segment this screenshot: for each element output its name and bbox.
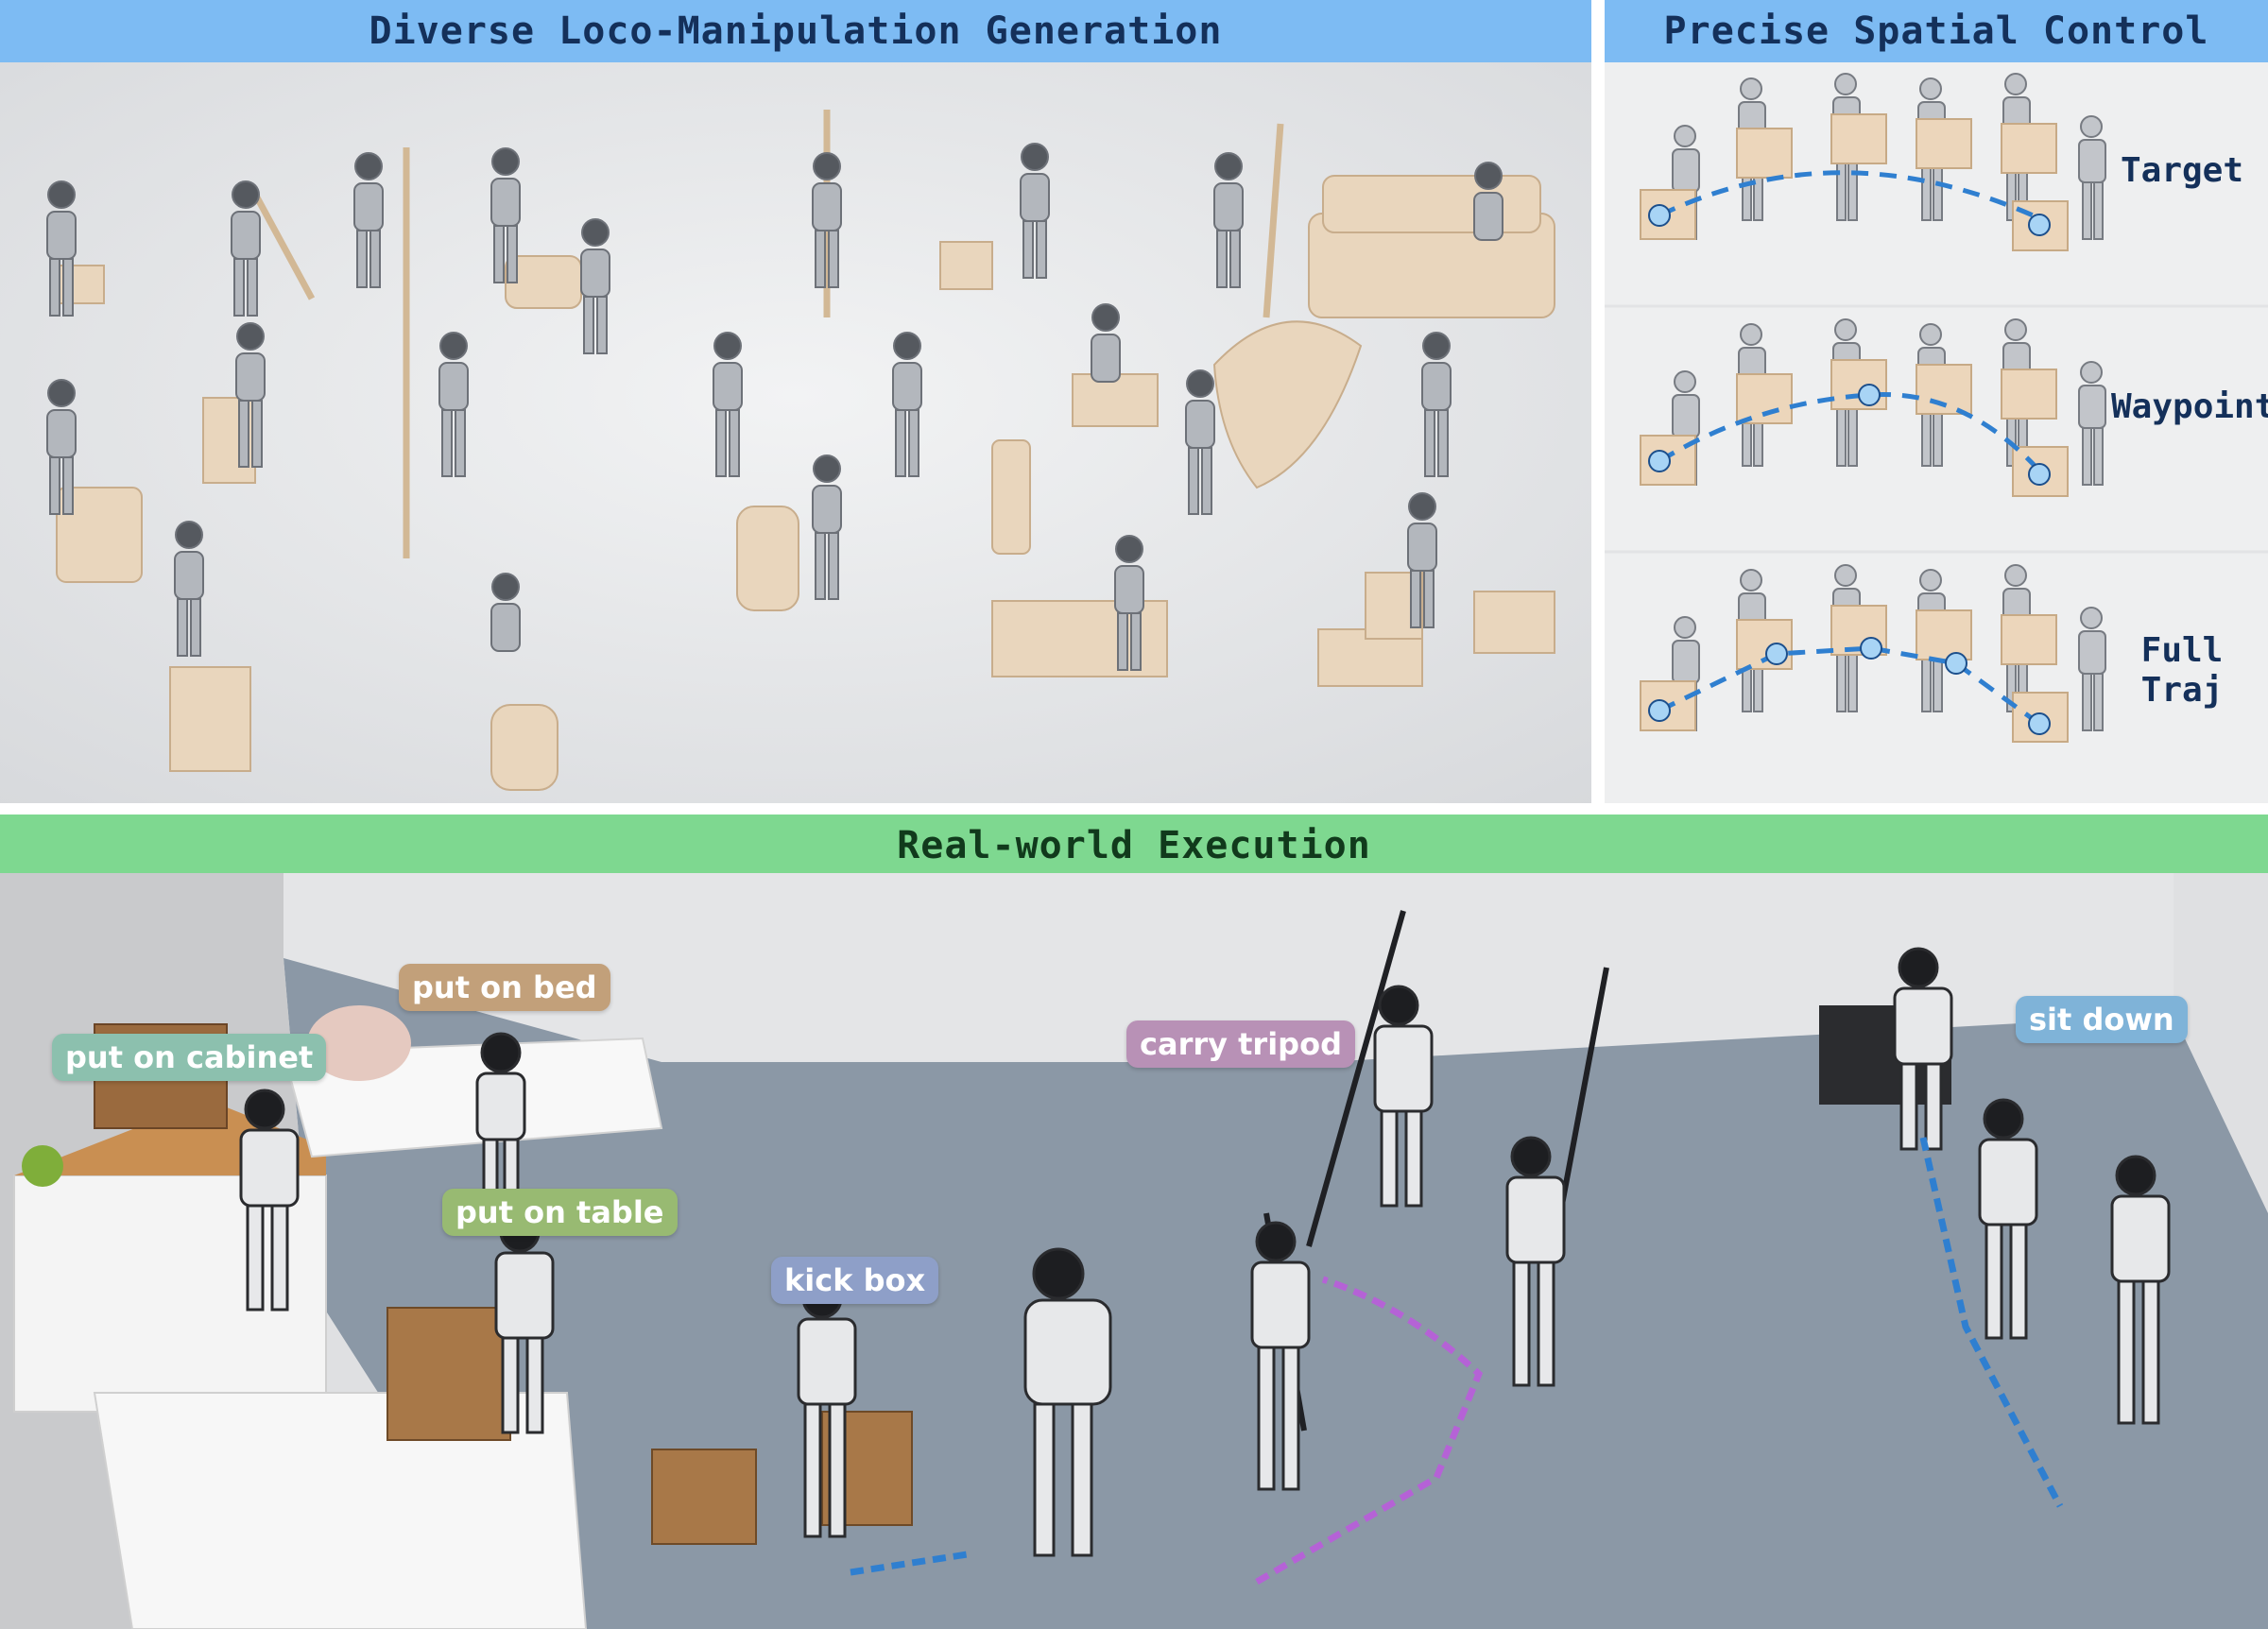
waypoint-row-sequence (1640, 318, 2106, 497)
real-world-panel: Real-world Execution (0, 814, 2268, 1629)
generation-panel: Diverse Loco-Manipulation Generation (0, 0, 1591, 803)
full-traj-label: Full Traj (2140, 631, 2224, 710)
tag-kick-box: kick box (771, 1257, 939, 1304)
tag-put-on-cabinet: put on cabinet (52, 1034, 327, 1081)
tag-put-on-table: put on table (442, 1189, 678, 1236)
tag-carry-tripod: carry tripod (1126, 1020, 1355, 1068)
tag-put-on-bed: put on bed (399, 964, 610, 1011)
generation-panel-title: Diverse Loco-Manipulation Generation (0, 0, 1591, 62)
full-traj-row-sequence (1640, 564, 2106, 743)
real-world-panel-title: Real-world Execution (0, 814, 2268, 877)
tag-sit-down: sit down (2016, 996, 2188, 1043)
spatial-control-panel: Precise Spatial Control (1605, 0, 2268, 803)
spatial-control-scene (1605, 62, 2268, 803)
spatial-control-panel-title: Precise Spatial Control (1605, 0, 2268, 62)
real-world-scene (0, 873, 2268, 1629)
waypoint-label: Waypoint (2111, 387, 2268, 426)
target-row-sequence (1640, 73, 2106, 251)
generation-scene (0, 62, 1591, 803)
target-label: Target (2120, 151, 2244, 190)
